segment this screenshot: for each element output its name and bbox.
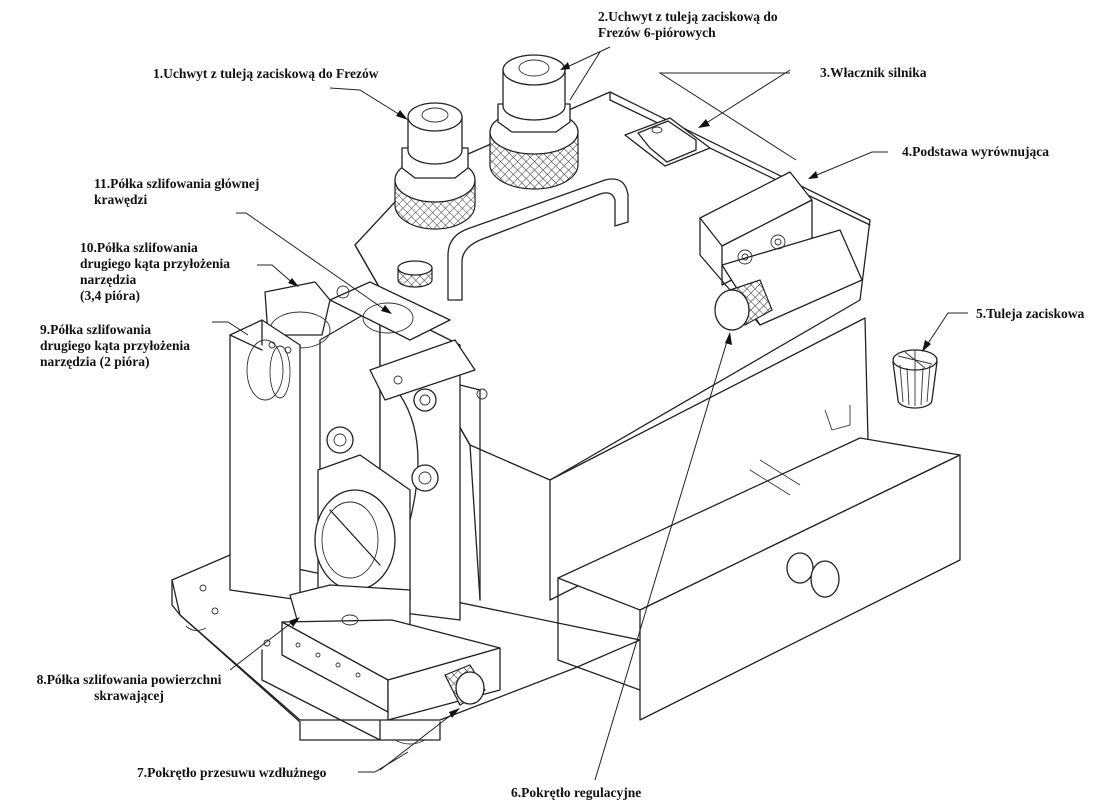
label-9-line2: drugiego kąta przyłożenia (40, 338, 190, 353)
label-11: 11.Półka szlifowania głównej krawędzi (94, 176, 259, 208)
label-3: 3.Włacznik silnika (820, 65, 927, 80)
label-5: 5.Tuleja zaciskowa (976, 306, 1085, 321)
label-9-line3: narzędzia (2 pióra) (40, 354, 150, 369)
label-11-line1: 11.Półka szlifowania głównej (94, 176, 260, 191)
label-8: 8.Półka szlifowania powierzchni skrawają… (20, 672, 238, 704)
label-8-line1: 8.Półka szlifowania powierzchni (36, 672, 222, 687)
collet-chuck-1 (394, 102, 476, 230)
label-4: 4.Podstawa wyrównująca (902, 144, 1049, 159)
shelf-9 (229, 319, 301, 601)
label-10: 10.Półka szlifowania drugiego kąta przył… (80, 240, 230, 304)
label-8-line2: skrawającej (94, 688, 164, 703)
motor-switch (624, 117, 711, 167)
label-1: 1.Uchwyt z tuleją zaciskową do Frezów (153, 66, 379, 81)
label-10-line4: (3,4 pióra) (80, 288, 140, 303)
label-10-line1: 10.Półka szlifowania (80, 240, 198, 255)
carry-handle (447, 178, 629, 301)
label-7: 7.Pokrętło przesuwu wzdłużnego (137, 765, 327, 780)
grinding-column (314, 260, 488, 631)
drawer (557, 437, 961, 721)
label-6: 6.Pokrętło regulacyjne (511, 785, 642, 800)
label-2-line2: Frezów 6-piórowych (598, 25, 716, 40)
label-2: 2.Uchwyt z tuleją zaciskową do Frezów 6-… (598, 9, 778, 41)
label-11-line2: krawędzi (94, 192, 148, 207)
main-housing (354, 91, 871, 601)
label-10-line3: narzędzia (80, 272, 137, 287)
collet-chuck-2 (489, 54, 579, 190)
label-2-line1: 2.Uchwyt z tuleją zaciskową do (598, 9, 778, 24)
adjustment-knob (714, 279, 773, 331)
leader-lines (212, 46, 968, 781)
drawer-knob (786, 552, 840, 598)
loose-collet (892, 349, 938, 409)
shelf-8-slide (261, 584, 501, 741)
traverse-knob (444, 664, 486, 706)
label-9-line1: 9.Półka szlifowania (40, 322, 152, 337)
label-10-line2: drugiego kąta przyłożenia (80, 256, 230, 271)
label-9: 9.Półka szlifowania drugiego kąta przyło… (40, 322, 190, 370)
